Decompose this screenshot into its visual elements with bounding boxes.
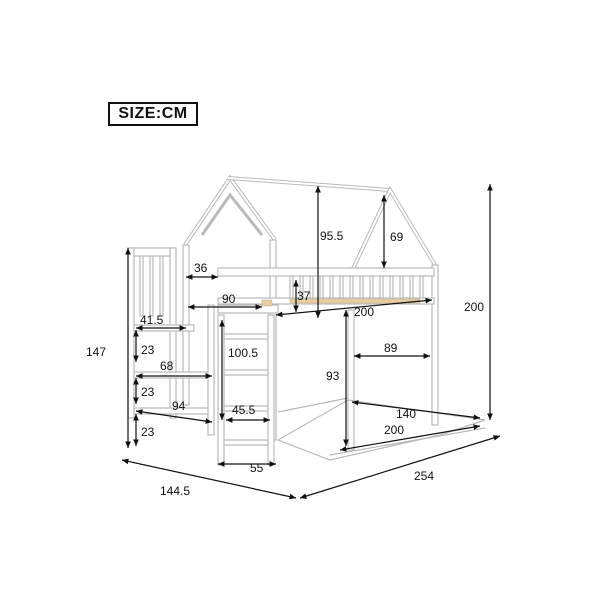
dim-step-width: 68	[160, 359, 174, 373]
dim-floor-length: 200	[384, 423, 404, 437]
dim-lower-clearance: 93	[326, 369, 340, 383]
dim-total-height: 200	[464, 300, 484, 314]
dim-step-depth: 41.5	[140, 313, 164, 327]
dim-stair-height: 147	[86, 345, 106, 359]
dim-step-1: 23	[141, 343, 155, 357]
dim-stair-width: 94	[172, 399, 186, 413]
dim-bottom-opening: 89	[384, 341, 398, 355]
dim-overall-depth: 144.5	[160, 484, 190, 498]
dimension-lines	[121, 184, 501, 500]
bed-frame	[127, 174, 486, 466]
dim-step-3: 23	[141, 425, 155, 439]
dim-guard-length: 36	[194, 261, 208, 275]
dim-roof-peak: 69	[390, 230, 404, 244]
dim-top-length: 200	[354, 305, 374, 319]
dim-step-2: 23	[141, 385, 155, 399]
size-unit-label: SIZE:CM	[108, 102, 198, 126]
dim-guard-rail: 37	[297, 289, 311, 303]
dim-base-width: 55	[250, 461, 264, 475]
dim-overall-length: 254	[414, 469, 434, 483]
dim-ladder-width: 45.5	[232, 403, 256, 417]
dim-roof-height: 95.5	[320, 229, 344, 243]
dim-top-width: 90	[222, 292, 236, 306]
dim-floor-length-inner: 140	[396, 407, 416, 421]
dim-ladder-height: 100.5	[228, 346, 258, 360]
